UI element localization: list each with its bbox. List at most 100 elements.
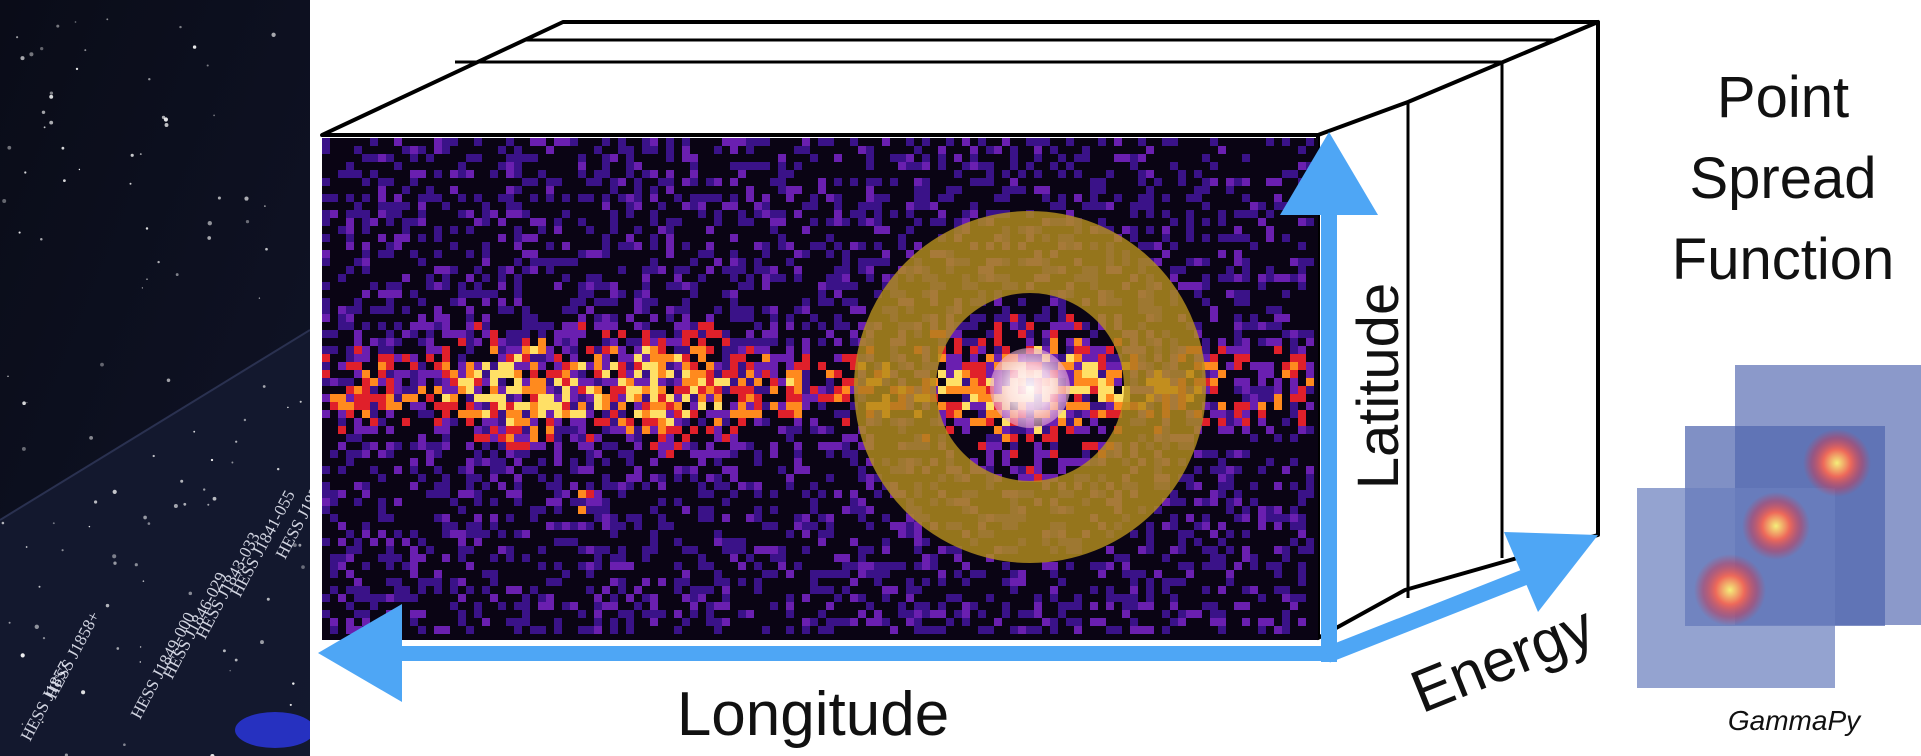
count-pixel — [530, 218, 538, 226]
count-pixel — [882, 586, 890, 594]
count-pixel — [874, 210, 882, 218]
count-pixel — [962, 562, 970, 570]
count-pixel — [1050, 202, 1058, 210]
count-pixel — [346, 546, 354, 554]
count-pixel — [850, 594, 858, 602]
count-pixel — [594, 498, 602, 506]
count-pixel — [1218, 346, 1226, 354]
count-pixel — [450, 370, 458, 378]
count-pixel — [882, 226, 890, 234]
count-pixel — [610, 154, 618, 162]
count-pixel — [466, 314, 474, 322]
count-pixel — [698, 210, 706, 218]
count-pixel — [794, 562, 802, 570]
count-pixel — [530, 418, 538, 426]
count-pixel — [746, 306, 754, 314]
count-pixel — [1290, 362, 1298, 370]
count-pixel — [970, 346, 978, 354]
count-pixel — [338, 426, 346, 434]
count-pixel — [1114, 138, 1122, 146]
count-pixel — [498, 458, 506, 466]
count-pixel — [1114, 370, 1122, 378]
count-pixel — [1178, 610, 1186, 618]
count-pixel — [1178, 562, 1186, 570]
count-pixel — [346, 354, 354, 362]
count-pixel — [754, 202, 762, 210]
count-pixel — [338, 442, 346, 450]
count-pixel — [330, 514, 338, 522]
count-pixel — [1034, 426, 1042, 434]
count-pixel — [594, 378, 602, 386]
count-pixel — [1170, 594, 1178, 602]
count-pixel — [434, 418, 442, 426]
count-pixel — [786, 610, 794, 618]
count-pixel — [946, 594, 954, 602]
sky-star — [130, 153, 134, 157]
count-pixel — [1098, 186, 1106, 194]
count-pixel — [618, 242, 626, 250]
count-pixel — [442, 370, 450, 378]
count-pixel — [1298, 362, 1306, 370]
count-pixel — [802, 226, 810, 234]
count-pixel — [482, 218, 490, 226]
count-pixel — [378, 370, 386, 378]
count-pixel — [666, 450, 674, 458]
count-pixel — [514, 210, 522, 218]
count-pixel — [1138, 178, 1146, 186]
count-pixel — [442, 626, 450, 634]
sky-star — [112, 554, 117, 559]
count-pixel — [642, 338, 650, 346]
sky-star — [63, 179, 66, 183]
count-pixel — [1202, 258, 1210, 266]
count-pixel — [674, 306, 682, 314]
count-pixel — [1026, 330, 1034, 338]
count-pixel — [442, 146, 450, 154]
count-pixel — [426, 322, 434, 330]
count-pixel — [994, 338, 1002, 346]
count-pixel — [1186, 226, 1194, 234]
count-pixel — [1194, 450, 1202, 458]
count-pixel — [1298, 394, 1306, 402]
count-pixel — [882, 274, 890, 282]
count-pixel — [346, 410, 354, 418]
count-pixel — [538, 330, 546, 338]
count-pixel — [482, 482, 490, 490]
count-pixel — [866, 194, 874, 202]
count-pixel — [1170, 618, 1178, 626]
count-pixel — [1258, 218, 1266, 226]
count-pixel — [826, 474, 834, 482]
count-pixel — [1138, 626, 1146, 634]
count-pixel — [1010, 434, 1018, 442]
count-pixel — [802, 394, 810, 402]
count-pixel — [378, 306, 386, 314]
count-pixel — [1202, 602, 1210, 610]
count-pixel — [1210, 378, 1218, 386]
count-pixel — [570, 426, 578, 434]
count-pixel — [842, 218, 850, 226]
count-pixel — [498, 546, 506, 554]
count-pixel — [1042, 138, 1050, 146]
count-pixel — [1042, 330, 1050, 338]
count-pixel — [322, 498, 330, 506]
count-pixel — [1274, 346, 1282, 354]
count-pixel — [450, 498, 458, 506]
count-pixel — [1274, 194, 1282, 202]
count-pixel — [498, 282, 506, 290]
count-pixel — [1138, 546, 1146, 554]
count-pixel — [570, 330, 578, 338]
count-pixel — [378, 394, 386, 402]
count-pixel — [442, 354, 450, 362]
count-pixel — [1234, 314, 1242, 322]
count-pixel — [594, 178, 602, 186]
count-pixel — [1178, 266, 1186, 274]
count-pixel — [826, 282, 834, 290]
count-pixel — [354, 386, 362, 394]
count-pixel — [474, 362, 482, 370]
count-pixel — [1274, 178, 1282, 186]
count-pixel — [514, 258, 522, 266]
count-pixel — [1226, 426, 1234, 434]
count-pixel — [706, 490, 714, 498]
count-pixel — [658, 226, 666, 234]
count-pixel — [898, 530, 906, 538]
count-pixel — [1218, 554, 1226, 562]
